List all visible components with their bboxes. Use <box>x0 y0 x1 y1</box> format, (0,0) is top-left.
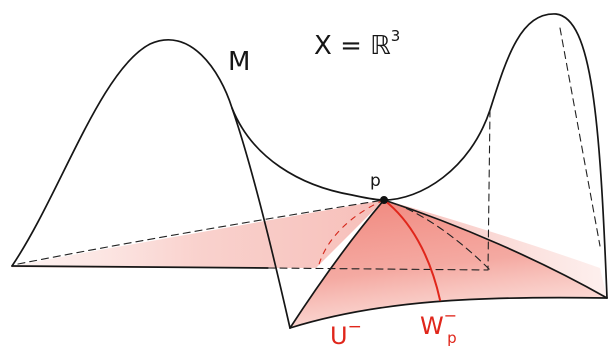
critical-point-dot <box>380 196 388 204</box>
disc-lower-boundary <box>289 296 608 329</box>
hidden-vertical-far <box>559 27 601 247</box>
disc-left-edge <box>289 199 385 329</box>
unstable-manifold-curve <box>383 199 441 301</box>
hidden-rear-line <box>17 199 385 265</box>
disc-right-edge <box>383 199 608 299</box>
shaded-left-region <box>12 200 384 268</box>
hidden-floor-line <box>267 267 489 271</box>
hidden-back-edge <box>383 199 491 271</box>
manifold-label: M <box>228 47 250 77</box>
unstable-manifold-label: W−p <box>420 306 457 347</box>
hidden-vertical-right <box>487 109 491 271</box>
space-label: X = ℝ3 <box>314 27 400 61</box>
left-floor-line <box>11 265 269 269</box>
shaded-front-region <box>290 200 607 328</box>
point-label: p <box>370 171 381 191</box>
surface-outline <box>11 13 608 299</box>
surface-front-fold <box>231 107 291 329</box>
unstable-set-label: U− <box>330 317 362 350</box>
hidden-red-left <box>317 199 385 269</box>
